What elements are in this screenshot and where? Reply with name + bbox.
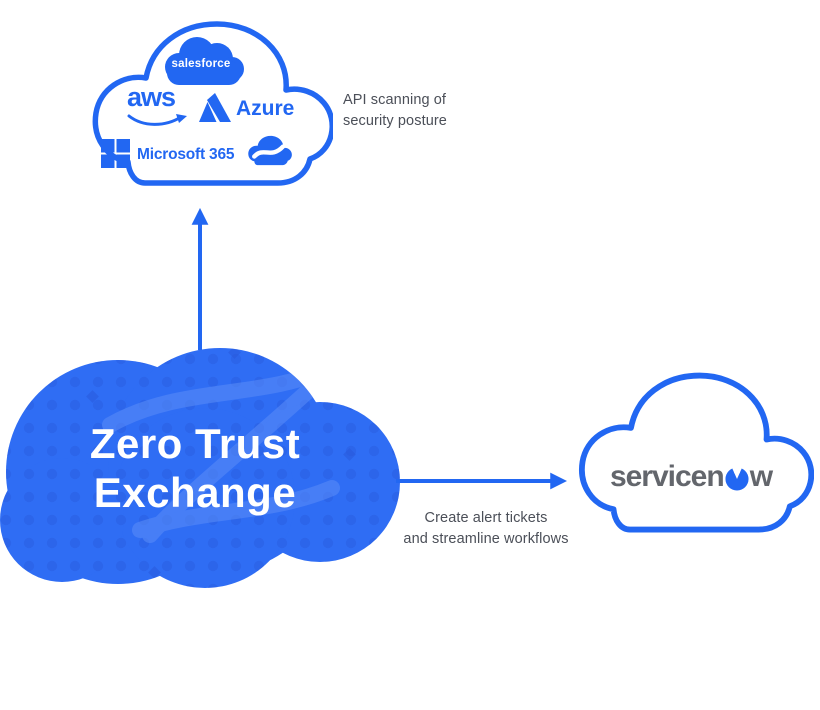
servicenow-cloud-outline — [579, 372, 814, 533]
create-tickets-line1: Create alert tickets — [424, 510, 548, 526]
api-scanning-line1: API scanning of — [343, 92, 447, 108]
api-scanning-line2: security posture — [343, 113, 447, 129]
zte-label-line1: Zero Trust — [89, 420, 301, 467]
zero-trust-exchange-cloud — [0, 348, 400, 588]
aws-smile-icon — [127, 114, 187, 126]
servicenow-wordmark: servicen w — [568, 462, 814, 492]
azure-icon — [199, 93, 231, 122]
create-tickets-line2: and streamline workflows — [403, 531, 569, 547]
zte-label: Zero Trust Exchange — [15, 420, 375, 517]
cloud-app-icon — [248, 135, 292, 166]
salesforce-label: salesforce — [171, 58, 231, 70]
create-tickets-annotation: Create alert tickets and streamline work… — [384, 508, 588, 550]
zte-cloud-body — [0, 348, 400, 588]
zte-label-line2: Exchange — [93, 468, 297, 516]
servicenow-wordmark-post: w — [749, 460, 773, 493]
salesforce-cloud-icon — [165, 37, 244, 85]
aws-logo: aws — [127, 84, 191, 131]
servicenow-o-icon — [725, 467, 749, 491]
microsoft-icon — [101, 139, 130, 168]
azure-label: Azure — [236, 97, 295, 120]
aws-label: aws — [127, 82, 176, 112]
servicenow-wordmark-pre: servicen — [609, 460, 725, 493]
salesforce-logo: salesforce — [153, 34, 249, 88]
api-scanning-annotation: API scanning of security posture — [343, 90, 447, 132]
microsoft-365-label: Microsoft 365 — [137, 146, 235, 163]
